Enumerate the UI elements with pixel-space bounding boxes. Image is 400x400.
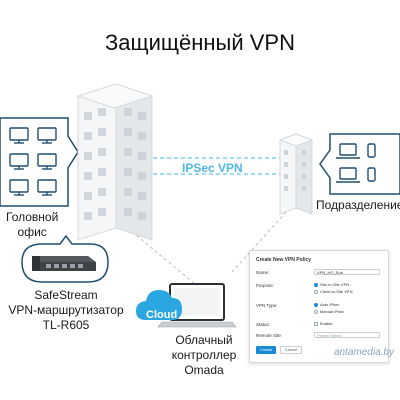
- ipsec-vpn-label: IPSec VPN: [182, 161, 243, 175]
- radio-selected-icon: [314, 302, 318, 307]
- monitor-icon: [9, 127, 57, 196]
- status-enable-checkbox[interactable]: Enable: [314, 321, 332, 326]
- watermark: antamedia.by: [333, 347, 394, 358]
- hq-devices-callout: [0, 117, 79, 207]
- cancel-button[interactable]: Cancel: [280, 346, 302, 354]
- purpose-client-radio[interactable]: Client-to-Site VPN: [314, 289, 352, 294]
- branch-label: Подразделение: [316, 198, 400, 212]
- checkbox-icon: [314, 321, 318, 326]
- radio-selected-icon: [314, 282, 318, 287]
- purpose-site-radio[interactable]: Site-to-Site VPN: [314, 282, 349, 287]
- branch-devices-callout: [319, 133, 400, 195]
- router-callout: [21, 234, 109, 283]
- page-title: Защищённый VPN: [105, 30, 295, 55]
- laptop-icon: [336, 143, 360, 183]
- router-icon: [32, 256, 96, 271]
- phone-icon: [367, 143, 376, 182]
- radio-icon: [314, 309, 318, 314]
- remote-site-label: Remote Site:: [256, 333, 283, 338]
- branch-cloud-line: [231, 211, 287, 273]
- vpn-policy-panel: Create New VPN Policy Name: VPN_HO_Sub P…: [249, 250, 389, 363]
- branch-building: [278, 133, 314, 215]
- status-label: Status:: [256, 322, 271, 327]
- radio-icon: [314, 289, 318, 294]
- vpn-type-label: VPN Type:: [256, 303, 278, 308]
- type-auto-radio[interactable]: Auto IPsec: [314, 302, 339, 307]
- omada-laptop: [157, 283, 237, 328]
- hq-building: [76, 83, 154, 241]
- hq-label: Головной офис: [6, 210, 59, 239]
- omada-label: Облачный контроллер Omada: [171, 333, 237, 377]
- remote-site-select[interactable]: Please Select: [314, 332, 380, 338]
- panel-title: Create New VPN Policy: [256, 257, 312, 263]
- purpose-label: Purpose:: [256, 283, 275, 288]
- type-manual-radio[interactable]: Manual IPsec: [314, 309, 344, 314]
- cloud-icon: [136, 290, 182, 320]
- name-input[interactable]: VPN_HO_Sub: [314, 269, 380, 275]
- cloud-label: Cloud: [146, 309, 178, 321]
- name-label: Name:: [256, 270, 270, 275]
- create-button[interactable]: Create: [256, 346, 276, 354]
- router-label: SafeStream VPN-маршрутизатор TL-R605: [8, 288, 124, 332]
- connection-lines: [117, 211, 287, 286]
- hq-cloud-line: [117, 219, 197, 286]
